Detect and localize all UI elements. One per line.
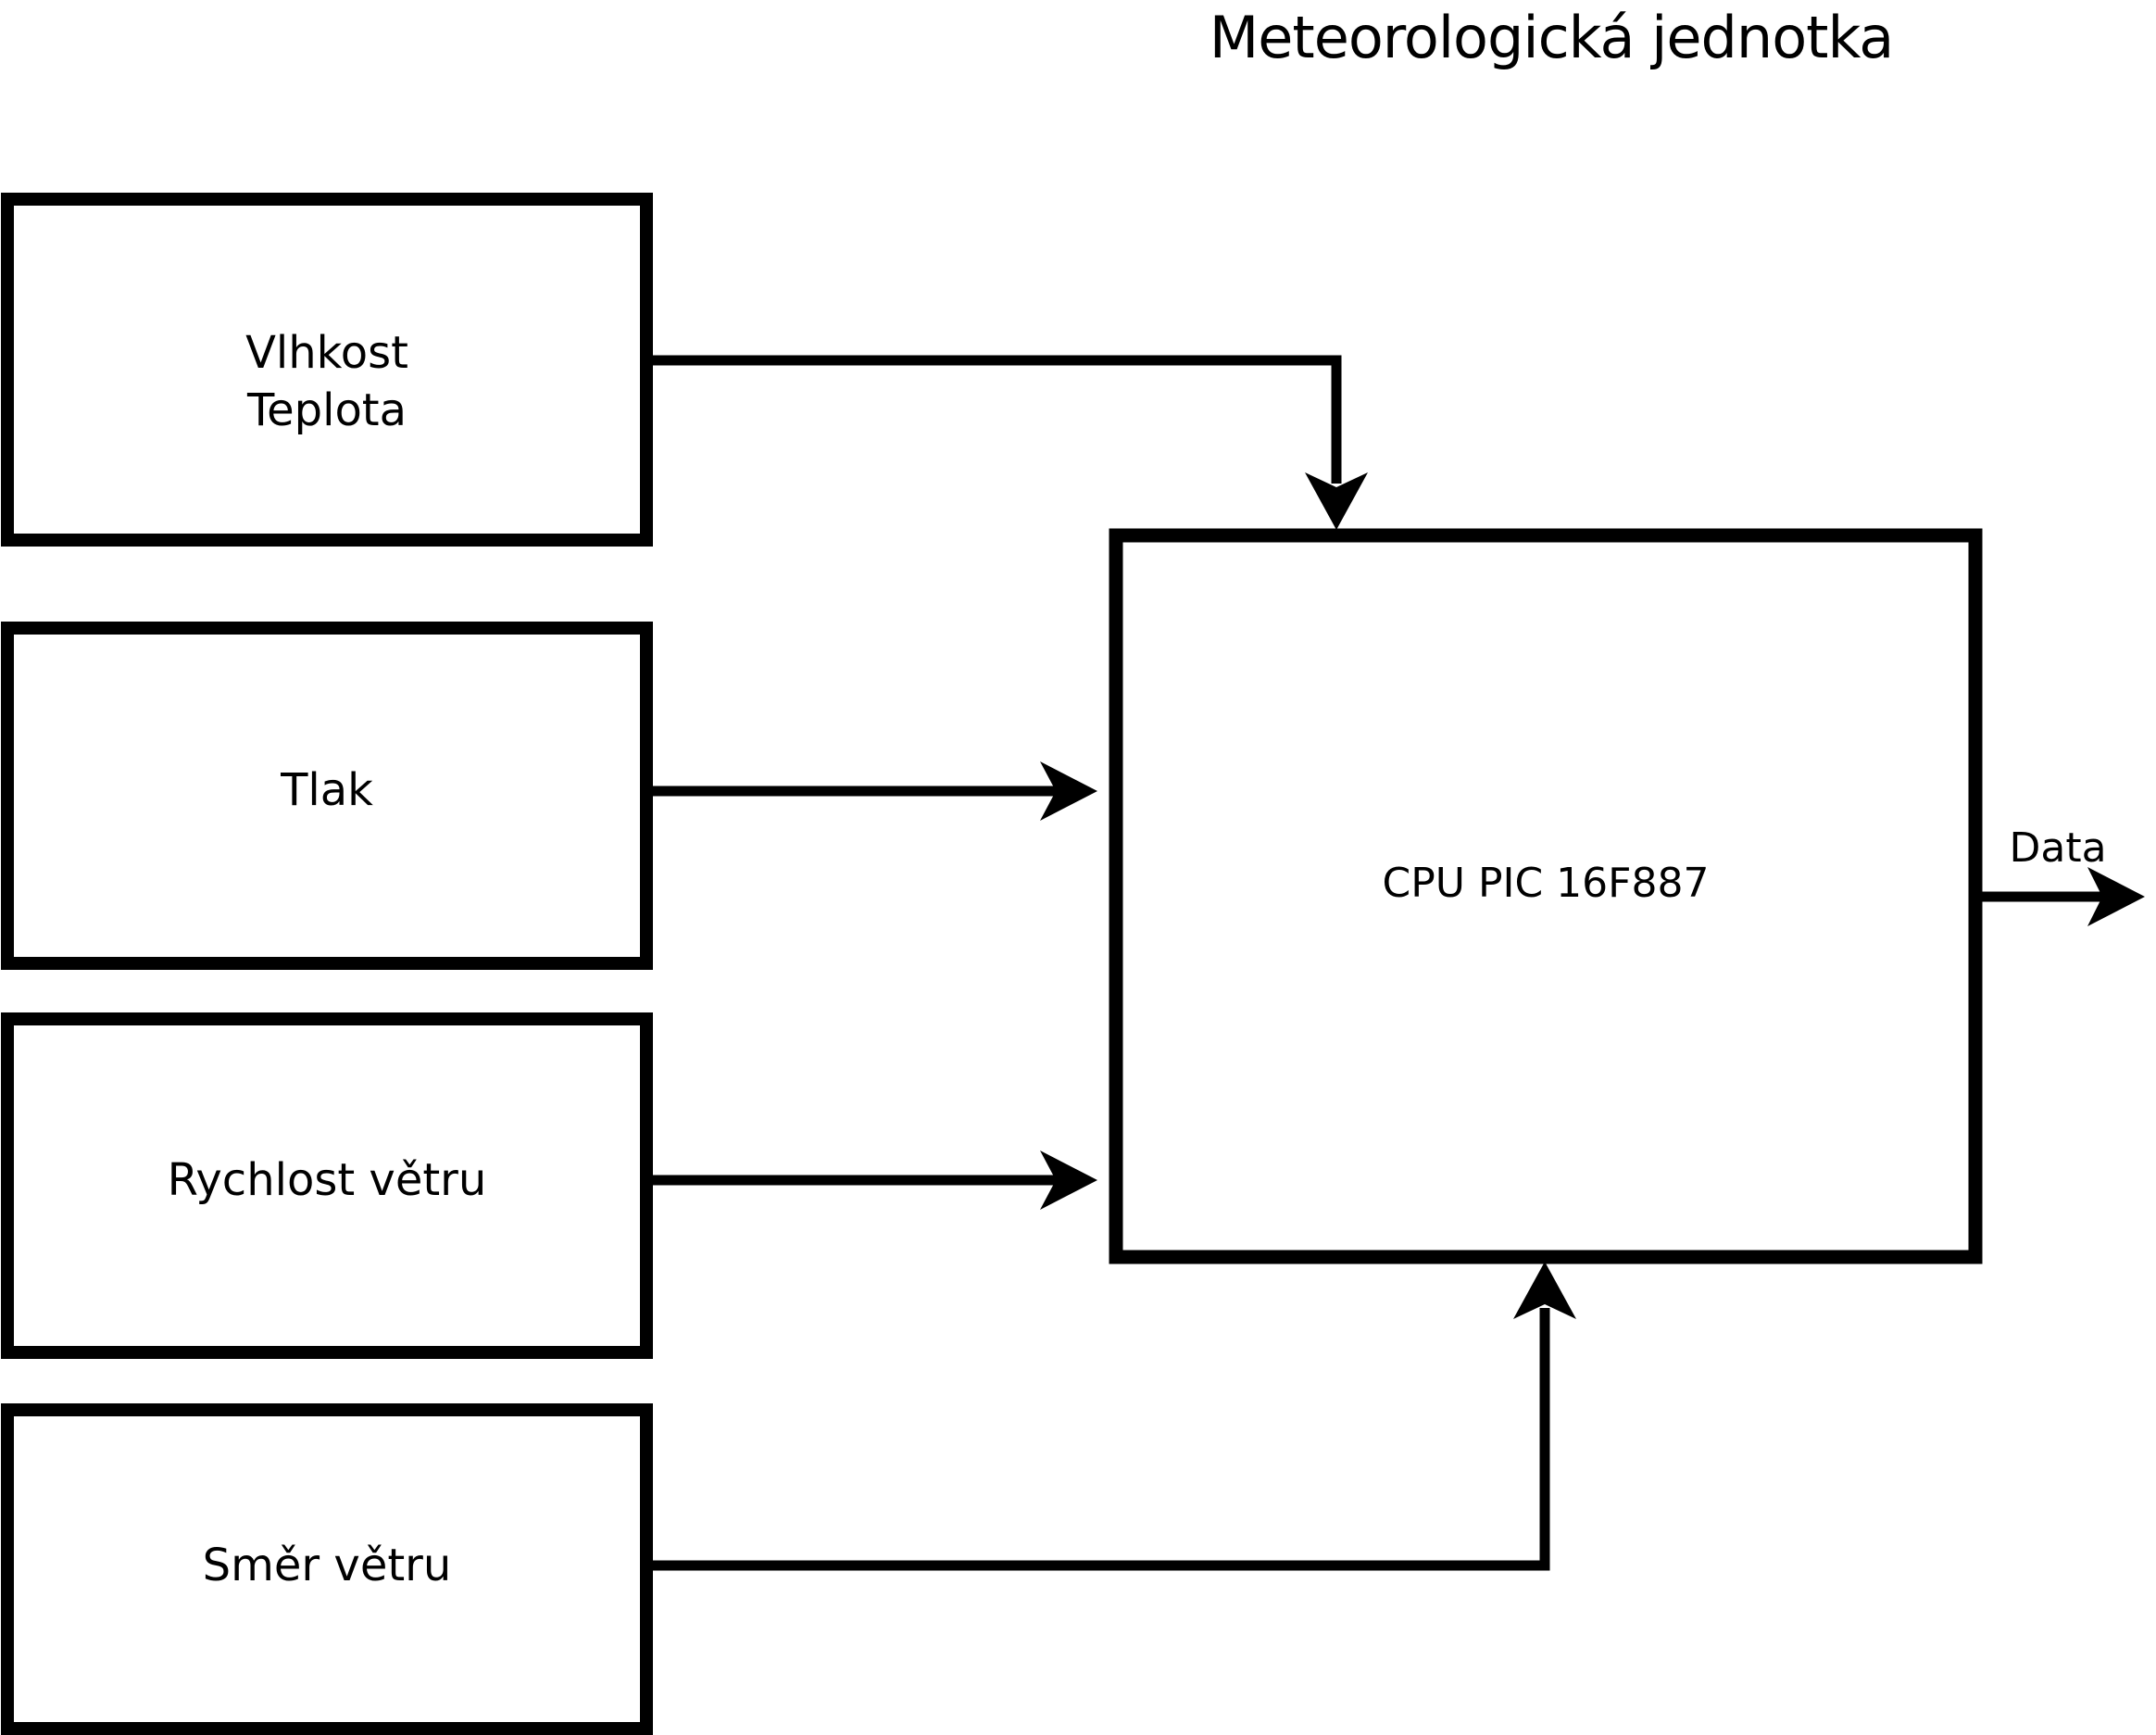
sensor-box-label: Vlhkost	[245, 327, 408, 379]
data-output-label: Data	[2009, 824, 2106, 872]
connector-smer-to-cpu	[646, 1308, 1550, 1571]
sensor-box-label: Směr větru	[203, 1540, 452, 1591]
arrowhead-right	[1040, 761, 1097, 821]
arrowhead-right	[1040, 1150, 1097, 1210]
sensor-box-label: Rychlost větru	[168, 1154, 487, 1206]
arrowhead-up	[1513, 1262, 1576, 1319]
diagram-title: Meteorologická jednotka	[1210, 4, 1894, 71]
arrowhead-down	[1305, 472, 1368, 530]
sensor-box-label: Teplota	[246, 384, 407, 436]
connector-vlhkost-to-cpu	[646, 355, 1342, 484]
sensor-box-vlhkost-teplota	[1, 193, 653, 547]
sensor-label-line: Teplota	[246, 384, 407, 436]
sensor-box-rychlost-vetru	[1, 1012, 653, 1359]
sensor-box-tlak	[1, 622, 653, 970]
arrowhead-right	[2087, 867, 2145, 926]
sensor-box-label: Tlak	[280, 764, 373, 816]
cpu-box	[1109, 528, 1983, 1264]
cpu-label: CPU PIC 16F887	[1383, 860, 1710, 907]
sensor-label-line: Vlhkost	[245, 327, 408, 379]
